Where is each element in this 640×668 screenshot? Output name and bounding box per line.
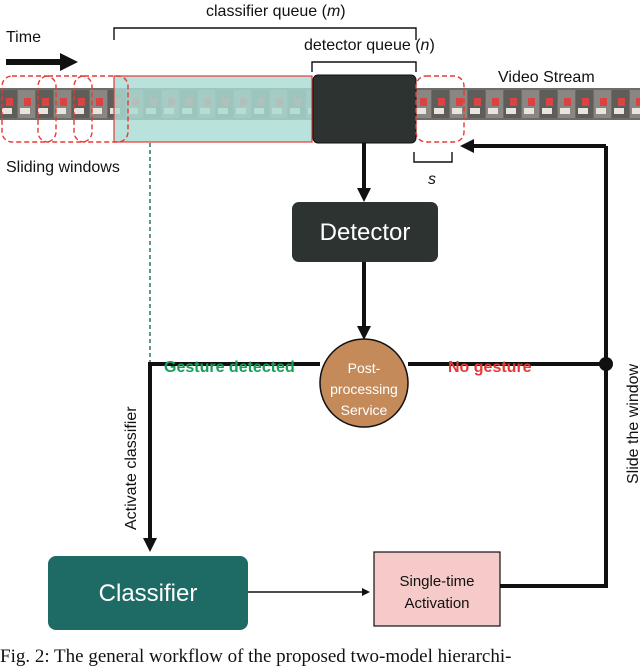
video-frame-hand [528,98,535,106]
classifier-queue-label: classifier queue (m) [206,3,346,20]
video-frame-hand [60,98,67,106]
video-frame-hand [492,98,499,106]
video-frame-hand [636,98,640,106]
video-frame-hand [6,98,13,106]
stride-bracket [413,152,453,163]
video-frame-hand [546,98,553,106]
detector-queue-bracket [311,61,417,72]
video-frame-hand [582,98,589,106]
video-frame-sleeve [488,108,498,114]
activate-classifier-label: Activate classifier [123,406,140,530]
sliding-window-3 [73,75,129,143]
video-frame-hand [42,98,49,106]
detector-node [292,202,438,262]
video-frame-hand [474,98,481,106]
time-arrow-head [60,53,78,71]
video-frame-sleeve [74,108,84,114]
post-processing-label-3: Service [341,402,388,418]
video-frame-sleeve [506,108,516,114]
video-frame-sleeve [470,108,480,114]
classifier-queue-bracket [113,27,417,40]
slide-window-label: Slide the window [625,363,640,484]
video-frame-hand [456,98,463,106]
video-frame-sleeve [632,108,640,114]
post-processing-label-1: Post- [348,360,381,376]
video-frame-hand [510,98,517,106]
detector-label: Detector [320,219,411,246]
sliding-windows-label: Sliding windows [6,159,120,176]
video-frame-sleeve [614,108,624,114]
detector-queue-label: detector queue (n) [304,37,435,54]
single-time-activation-node [373,551,501,627]
video-frame-hand [600,98,607,106]
video-frame-sleeve [38,108,48,114]
single-time-label-1: Single-time [399,573,474,590]
video-frame [630,90,640,118]
video-frame-sleeve [434,108,444,114]
video-frame-hand [438,98,445,106]
video-frame-sleeve [56,108,66,114]
sliding-window-2 [37,75,93,143]
classifier-node [48,556,248,630]
classifier-label: Classifier [99,580,198,607]
video-frame-hand [420,98,427,106]
video-frame-sleeve [92,108,102,114]
single-time-label-2: Activation [404,595,469,612]
time-label: Time [6,29,41,46]
video-frame-sleeve [2,108,12,114]
video-stream-label: Video Stream [498,69,595,86]
figure-caption: Fig. 2: The general workflow of the prop… [0,646,512,667]
classifier-queue-region [113,75,313,143]
sliding-window-next [415,75,465,143]
video-frame-hand [96,98,103,106]
video-frame-sleeve [452,108,462,114]
post-processing-node [319,338,409,428]
stride-label: s [428,171,436,188]
video-frame-sleeve [416,108,426,114]
no-gesture-label: No gesture [448,359,532,376]
video-frame-sleeve [560,108,570,114]
post-processing-label-2: processing [330,381,398,397]
video-frame-sleeve [596,108,606,114]
video-frame-hand [78,98,85,106]
video-frame-hand [564,98,571,106]
detector-queue-region [312,74,417,144]
gesture-detected-label: Gesture detected [164,359,295,376]
video-frame-hand [24,98,31,106]
video-frame-sleeve [524,108,534,114]
video-frame-sleeve [542,108,552,114]
sliding-window-1 [1,75,57,143]
video-frame-hand [618,98,625,106]
video-frame-sleeve [20,108,30,114]
video-frame-sleeve [578,108,588,114]
